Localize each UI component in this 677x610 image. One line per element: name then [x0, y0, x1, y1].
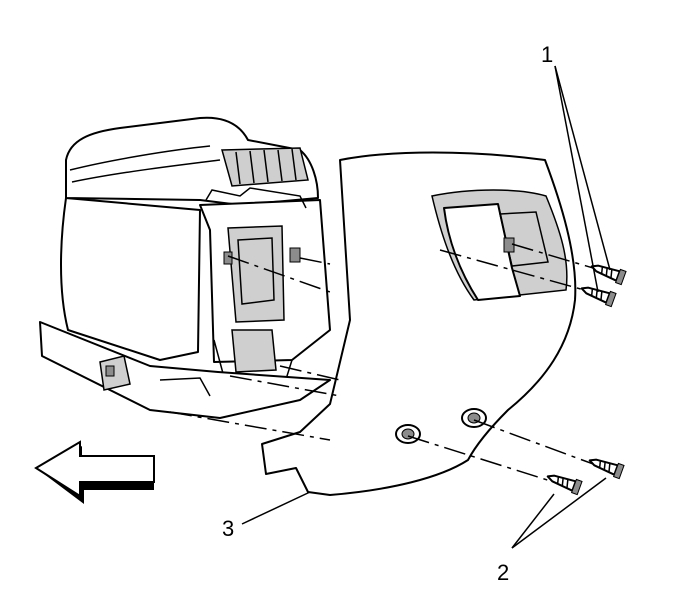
console-body — [39, 116, 331, 419]
screw-icon — [546, 264, 627, 496]
rear-vent — [221, 147, 309, 187]
callout-3: 3 — [222, 516, 234, 541]
callout-2: 2 — [497, 560, 509, 585]
console-trim-panel — [261, 151, 577, 496]
inner-bracket — [199, 187, 331, 393]
direction-arrow-left-icon — [34, 440, 155, 504]
base-tray — [39, 321, 331, 419]
callout-1: 1 — [541, 42, 553, 67]
alignment-lines — [169, 243, 621, 485]
leader-lines — [241, 65, 611, 549]
